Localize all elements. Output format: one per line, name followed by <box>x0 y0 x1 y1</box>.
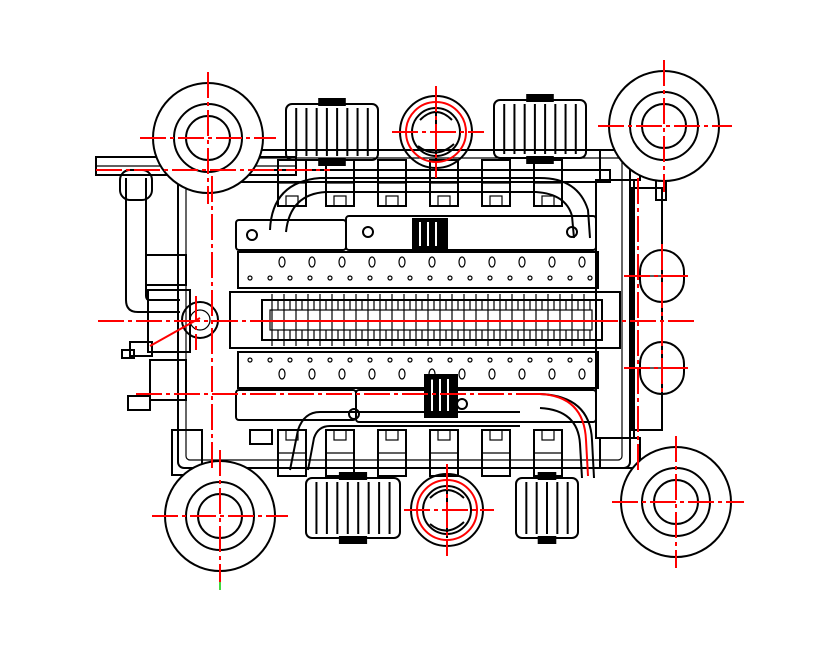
bottom-ribbed-manifolds <box>305 472 579 544</box>
top-ribbed-manifolds <box>285 94 587 166</box>
lower-valve-cover <box>235 351 599 423</box>
left-pipe-assembly <box>119 169 219 476</box>
upper-valve-cover <box>235 215 599 289</box>
centerlines <box>96 60 744 582</box>
bottom-exhaust-runners <box>277 429 563 477</box>
mount-wheel-top-right <box>608 70 720 182</box>
right-end-plate <box>595 149 667 469</box>
